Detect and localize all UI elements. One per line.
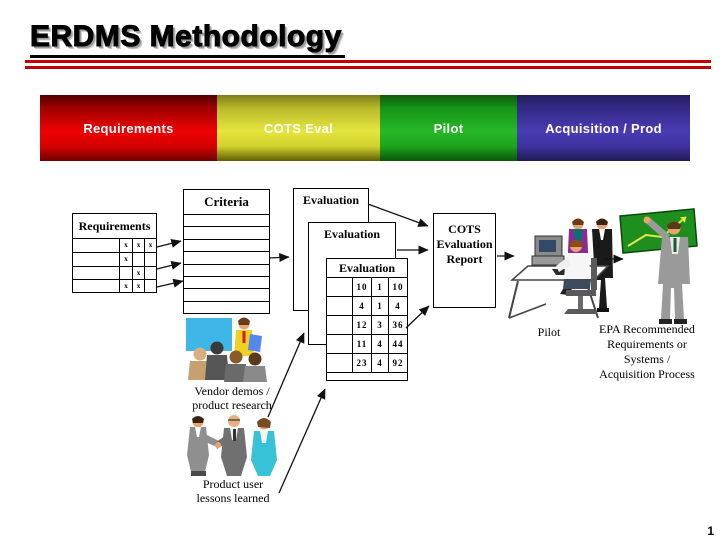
evaluation-score-table: 10 1 10 4 1 4 12 3 36 11 4 44 23 4 92 <box>327 277 407 372</box>
requirements-table-grid: x x x x x x x <box>73 239 156 293</box>
criteria-rows <box>184 214 269 313</box>
phase-banner: Requirements COTS Eval Pilot Acquisition… <box>40 95 690 161</box>
phase-pilot: Pilot <box>380 95 517 161</box>
vendor-demos-label: Vendor demos / product research <box>192 384 272 412</box>
req-mark: x <box>132 239 144 252</box>
phase-requirements: Requirements <box>40 95 217 161</box>
epa-recommendation-label: EPA Recommended Requirements or Systems … <box>599 322 695 381</box>
score-cell: 92 <box>388 353 407 372</box>
score-cell: 1 <box>371 277 388 296</box>
criteria-title: Criteria <box>204 194 249 209</box>
cots-report-box: COTS Evaluation Report <box>433 213 496 308</box>
score-cell: 4 <box>371 353 388 372</box>
req-mark: x <box>132 265 144 280</box>
phase-acquisition: Acquisition / Prod <box>517 95 690 161</box>
title-rule-top <box>25 60 711 63</box>
criteria-box: Criteria <box>183 189 270 314</box>
score-cell: 36 <box>388 315 407 334</box>
req-mark: x <box>132 279 144 293</box>
req-mark: x <box>119 279 132 293</box>
req-mark <box>119 265 132 280</box>
req-mark: x <box>119 239 132 252</box>
score-cell: 12 <box>352 315 371 334</box>
score-cell: 11 <box>352 334 371 353</box>
evaluation-middle-title: Evaluation <box>323 227 380 241</box>
title-rule-bottom <box>25 66 711 69</box>
evaluation-box-front: Evaluation 10 1 10 4 1 4 12 3 36 11 4 44… <box>326 258 408 381</box>
page-number: 1 <box>707 524 714 538</box>
score-cell: 4 <box>388 296 407 315</box>
score-cell: 10 <box>352 277 371 296</box>
product-user-label: Product user lessons learned <box>196 477 270 505</box>
req-mark <box>132 251 144 266</box>
score-cell: 4 <box>371 334 388 353</box>
score-cell: 44 <box>388 334 407 353</box>
req-mark <box>144 251 156 266</box>
score-cell: 23 <box>352 353 371 372</box>
handshake-people-icon <box>187 415 277 476</box>
meeting-presentation-icon <box>186 317 267 382</box>
requirements-table: Requirements x x x x x x x <box>72 213 157 293</box>
requirements-table-title: Requirements <box>73 214 156 239</box>
cots-report-line1: COTS <box>448 222 481 236</box>
req-mark: x <box>144 239 156 252</box>
pilot-label: Pilot <box>537 325 561 339</box>
cots-report-line2: Evaluation <box>436 237 493 251</box>
page-title: ERDMS Methodology <box>30 20 345 58</box>
score-cell: 3 <box>371 315 388 334</box>
cots-report-line3: Report <box>446 252 483 266</box>
people-at-computer-icon <box>508 218 613 319</box>
score-cell: 10 <box>388 277 407 296</box>
evaluation-front-title: Evaluation <box>338 260 395 275</box>
evaluation-back-title: Evaluation <box>302 193 359 207</box>
presenter-green-chart-icon <box>619 208 698 324</box>
req-mark: x <box>119 251 132 266</box>
req-mark <box>144 279 156 293</box>
req-mark <box>144 265 156 280</box>
score-cell: 1 <box>371 296 388 315</box>
score-cell: 4 <box>352 296 371 315</box>
phase-cots-eval: COTS Eval <box>217 95 380 161</box>
